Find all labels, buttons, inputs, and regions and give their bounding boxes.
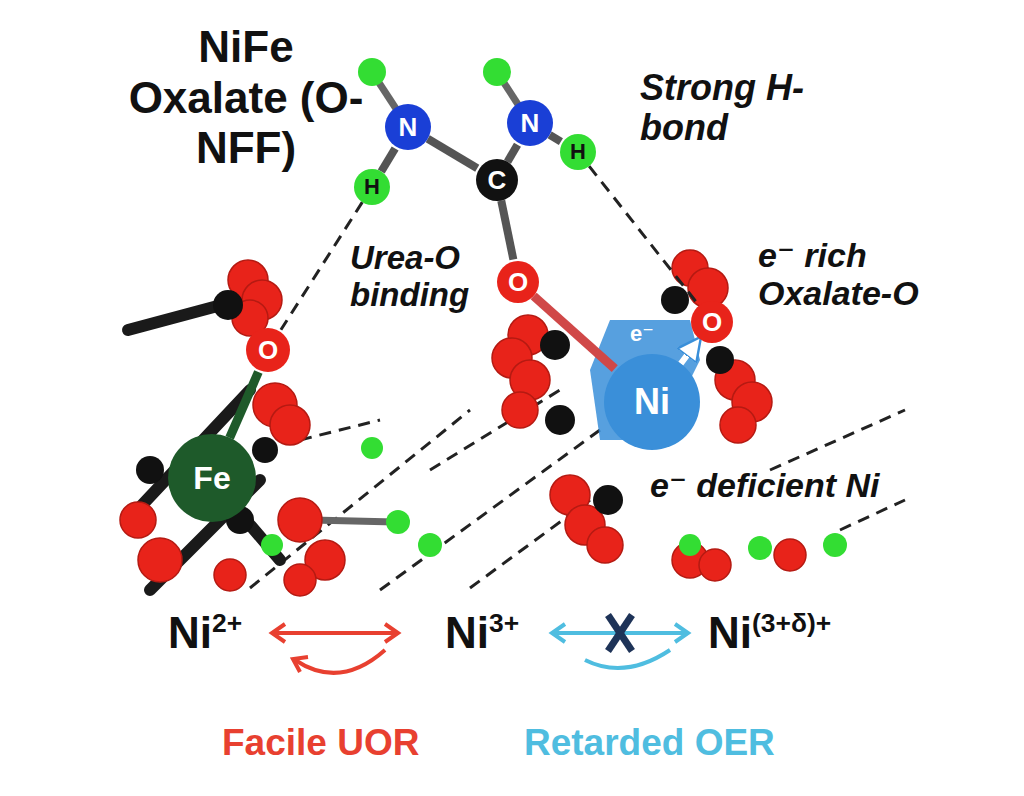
nitrogen-atom: N	[507, 100, 553, 146]
charge: 2+	[212, 608, 242, 638]
charge: 3+	[489, 608, 519, 638]
hydrogen-atom: H	[354, 169, 390, 205]
carbon-atom: C	[476, 159, 518, 201]
atom-symbol: N	[521, 108, 540, 139]
atom-symbol: H	[364, 174, 380, 200]
atom-symbol: Ni	[634, 381, 670, 423]
oxygen-atom: O	[246, 328, 290, 372]
hydrogen-bond	[589, 166, 698, 304]
ion-symbol: Ni	[168, 608, 212, 657]
annotation: e⁻ rich Oxalate-O	[758, 236, 988, 312]
ion-group: Ni3+	[445, 608, 519, 657]
chemical-bond	[428, 139, 477, 168]
oxygen-atom: O	[497, 261, 539, 303]
atom-symbol: O	[702, 307, 722, 338]
atom-symbol: Fe	[193, 460, 230, 497]
charge: (3+δ)+	[752, 608, 831, 638]
nitrogen-atom: N	[385, 104, 431, 150]
chemical-bond	[508, 145, 518, 162]
chemical-bond	[230, 372, 259, 438]
chemical-bond	[381, 148, 395, 171]
iron-atom: Fe	[168, 434, 256, 522]
electron-mark: e⁻	[630, 322, 654, 347]
reaction-label: Retarded OER	[524, 722, 775, 763]
annotation: Urea-O binding	[350, 240, 490, 314]
oxygen-atom: O	[691, 301, 733, 343]
carbon-atoms	[136, 286, 734, 534]
atom-symbol: O	[258, 335, 278, 366]
annotation: Strong H-bond	[640, 68, 815, 149]
atom-symbol: O	[508, 267, 528, 298]
nickel-atom: Ni	[604, 354, 700, 450]
reaction-label: Facile UOR	[222, 722, 419, 763]
ion-symbol: Ni	[708, 608, 752, 657]
ion-group: Ni(3+δ)+	[708, 608, 831, 657]
ion-group: Ni2+	[168, 608, 242, 657]
atom-symbol: H	[570, 139, 586, 165]
chemical-bond	[501, 201, 513, 260]
atom-symbol: N	[399, 112, 418, 143]
ion-symbol: Ni	[445, 608, 489, 657]
hydrogen-atom: H	[560, 134, 596, 170]
chemical-bond	[534, 296, 615, 369]
chemical-bond	[550, 135, 561, 142]
title-text: NiFe Oxalate (O-NFF)	[128, 22, 364, 174]
atom-symbol: C	[488, 165, 507, 196]
annotation: e⁻ deficient Ni	[650, 466, 990, 504]
chemical-bond	[681, 340, 698, 363]
